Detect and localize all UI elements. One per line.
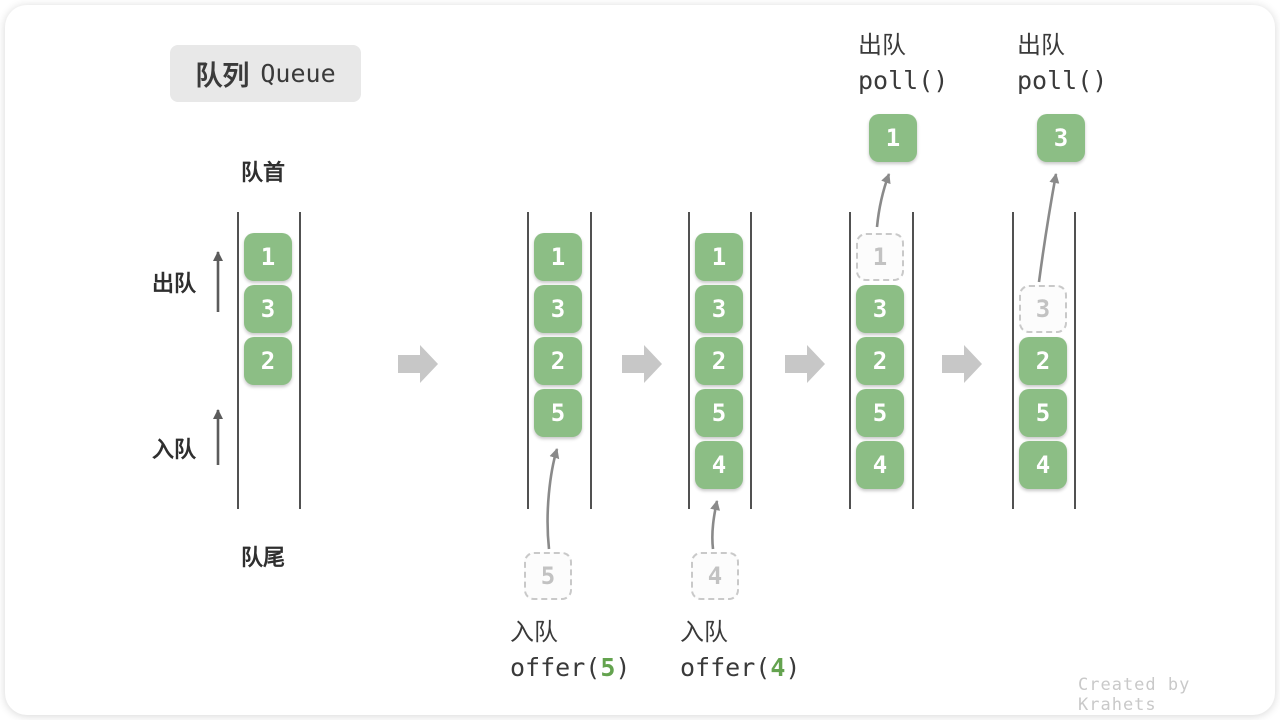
queue-item-box: 5 — [856, 389, 904, 437]
queue-item-box: 2 — [1019, 337, 1067, 385]
queue-item-box: 2 — [695, 337, 743, 385]
op-enqueue-zh: 入队 — [680, 618, 728, 646]
incoming-item-box: 4 — [691, 552, 739, 600]
queue-item-box: 4 — [1019, 441, 1067, 489]
queue-item-box: 3 — [856, 285, 904, 333]
op-arg: 5 — [600, 653, 616, 682]
removed-item-box: 3 — [1019, 285, 1067, 333]
queue-rear-label: 队尾 — [241, 546, 286, 571]
op-enqueue-zh: 入队 — [510, 618, 558, 646]
op-label-offer-4: 入队 offer(4) — [680, 615, 800, 685]
queue-rail — [750, 212, 752, 509]
queue-rail — [849, 212, 851, 509]
op-dequeue-code: poll() — [858, 66, 949, 95]
queue-item-box: 2 — [534, 337, 582, 385]
title-en: Queue — [260, 59, 336, 88]
removed-item-box: 1 — [856, 233, 904, 281]
op-enqueue-code: offer(4) — [680, 653, 801, 682]
queue-rail — [237, 212, 239, 509]
watermark: Created by Krahets — [1078, 675, 1191, 715]
op-dequeue-code: poll() — [1017, 66, 1108, 95]
queue-item-box: 2 — [856, 337, 904, 385]
queue-item-box: 5 — [534, 389, 582, 437]
queue-item-box: 4 — [856, 441, 904, 489]
queue-rail — [688, 212, 690, 509]
queue-item-box: 1 — [534, 233, 582, 281]
op-label-poll-2: 出队 poll() — [1017, 28, 1107, 98]
op-enqueue-code: offer(5) — [510, 653, 631, 682]
queue-item-box: 1 — [244, 233, 292, 281]
op-dequeue-zh: 出队 — [1017, 31, 1065, 59]
polled-item-box: 3 — [1037, 114, 1085, 162]
queue-item-box: 2 — [244, 337, 292, 385]
queue-item-box: 5 — [695, 389, 743, 437]
queue-rail — [590, 212, 592, 509]
queue-rail — [1012, 212, 1014, 509]
diagram-card — [5, 5, 1275, 715]
queue-item-box: 1 — [695, 233, 743, 281]
op-arg: 4 — [770, 653, 786, 682]
dequeue-label: 出队 — [152, 272, 197, 297]
op-label-poll-1: 出队 poll() — [858, 28, 948, 98]
op-label-offer-5: 入队 offer(5) — [510, 615, 630, 685]
queue-item-box: 4 — [695, 441, 743, 489]
queue-item-box: 3 — [534, 285, 582, 333]
queue-rail — [527, 212, 529, 509]
title-badge: 队列 Queue — [170, 45, 361, 102]
polled-item-box: 1 — [869, 114, 917, 162]
op-dequeue-zh: 出队 — [858, 31, 906, 59]
queue-item-box: 3 — [244, 285, 292, 333]
queue-item-box: 3 — [695, 285, 743, 333]
queue-rail — [299, 212, 301, 509]
enqueue-label: 入队 — [152, 438, 197, 463]
incoming-item-box: 5 — [524, 552, 572, 600]
queue-item-box: 5 — [1019, 389, 1067, 437]
queue-front-label: 队首 — [241, 161, 286, 186]
title-zh: 队列 — [195, 61, 250, 92]
queue-rail — [1074, 212, 1076, 509]
queue-rail — [912, 212, 914, 509]
